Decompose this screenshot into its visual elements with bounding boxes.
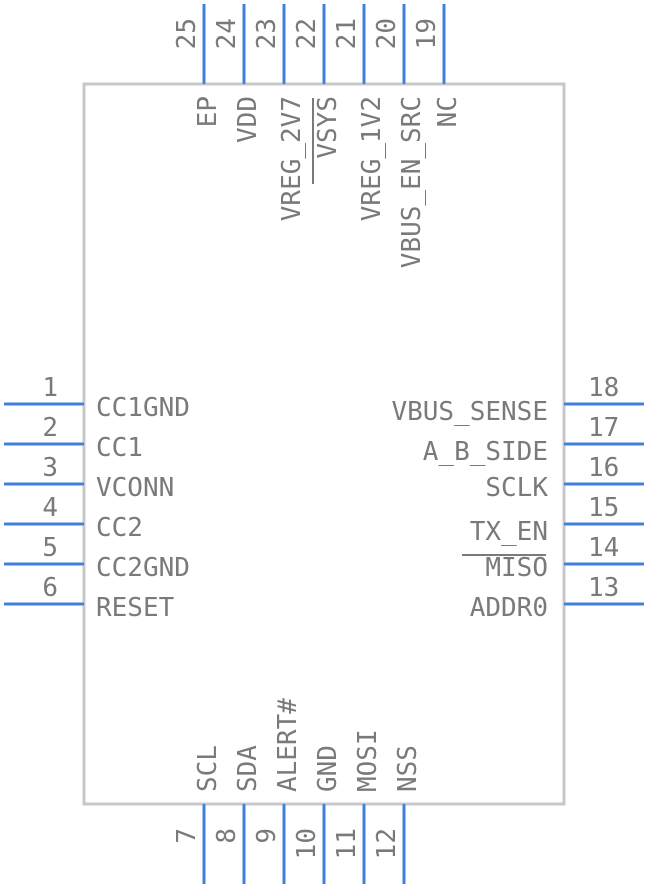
pin-number: 17	[588, 413, 619, 443]
bottom-pin-8: 8 SDA	[212, 745, 263, 884]
right-pin-16: 16 SCLK	[485, 453, 644, 503]
pin-name: VREG_1V2	[357, 96, 387, 221]
pin-number: 24	[212, 18, 242, 49]
pin-number: 7	[172, 828, 202, 844]
pin-name: SCLK	[485, 473, 548, 503]
pin-number: 10	[292, 828, 322, 859]
bottom-pin-12: 12 NSS	[372, 745, 423, 884]
left-pin-6: 6 RESET	[4, 573, 175, 623]
left-pin-5: 5 CC2GND	[4, 533, 190, 583]
pin-name: NSS	[393, 745, 423, 792]
pin-name: CC2GND	[96, 553, 190, 583]
pin-number: 8	[212, 828, 242, 844]
pin-number: 12	[372, 828, 402, 859]
pin-number: 9	[252, 828, 282, 844]
top-pin-23: 23 VREG_2V7	[252, 4, 307, 221]
bottom-pin-11: 11 MOSI	[332, 729, 383, 884]
pin-name: VSYS	[313, 96, 343, 159]
pin-name: SCL	[193, 745, 223, 792]
pin-number: 16	[588, 453, 619, 483]
pin-name: VBUS_SENSE	[391, 397, 548, 427]
pin-name: ADDR0	[470, 593, 548, 623]
pin-name: CC1	[96, 433, 143, 463]
right-pin-14: 14 MISO	[462, 533, 644, 583]
bottom-pin-7: 7 SCL	[172, 745, 223, 884]
pin-name: VBUS_EN_SRC	[397, 96, 427, 268]
pin-name: VDD	[233, 96, 263, 143]
right-pin-17: 17 A_B_SIDE	[423, 413, 644, 467]
pin-name: NC	[433, 96, 463, 127]
pin-name: TX_EN	[470, 517, 548, 547]
pin-number: 4	[42, 493, 58, 523]
pin-number: 11	[332, 828, 362, 859]
left-pin-4: 4 CC2	[4, 493, 143, 543]
top-pin-25: 25 EP	[172, 4, 223, 127]
pin-number: 3	[42, 453, 58, 483]
left-pin-3: 3 VCONN	[4, 453, 174, 503]
pin-name: CC2	[96, 513, 143, 543]
top-pin-21: 21 VREG_1V2	[332, 4, 387, 221]
left-pin-2: 2 CC1	[4, 413, 143, 463]
pin-name: A_B_SIDE	[423, 437, 548, 467]
pin-number: 5	[42, 533, 58, 563]
pin-number: 21	[332, 18, 362, 49]
bottom-pin-9: 9 ALERT#	[252, 698, 303, 884]
pin-number: 23	[252, 18, 282, 49]
top-pin-22: 22 VSYS	[292, 4, 343, 184]
pin-number: 18	[588, 373, 619, 403]
top-pin-24: 24 VDD	[212, 4, 263, 143]
pin-name: SDA	[233, 745, 263, 792]
right-pin-13: 13 ADDR0	[470, 573, 644, 623]
pin-number: 1	[42, 373, 58, 403]
pin-name: EP	[193, 96, 223, 127]
pin-number: 15	[588, 493, 619, 523]
pin-number: 6	[42, 573, 58, 603]
top-pin-19: 19 NC	[412, 4, 463, 127]
pin-name: ALERT#	[273, 698, 303, 792]
pin-name: MOSI	[353, 729, 383, 792]
pin-number: 25	[172, 18, 202, 49]
bottom-pin-10: 10 GND	[292, 745, 343, 884]
pin-number: 13	[588, 573, 619, 603]
pin-number: 20	[372, 18, 402, 49]
pin-name: VCONN	[96, 473, 174, 503]
left-pin-1: 1 CC1GND	[4, 373, 190, 423]
pin-number: 2	[42, 413, 58, 443]
pin-name: MISO	[485, 553, 548, 583]
pin-number: 19	[412, 18, 442, 49]
pin-name: RESET	[96, 593, 175, 623]
top-pin-20: 20 VBUS_EN_SRC	[372, 4, 427, 268]
pin-name: GND	[313, 745, 343, 792]
pin-name: VREG_2V7	[277, 96, 307, 221]
right-pin-15: 15 TX_EN	[470, 493, 644, 547]
pin-number: 22	[292, 18, 322, 49]
pin-name: CC1GND	[96, 393, 190, 423]
right-pin-18: 18 VBUS_SENSE	[391, 373, 644, 427]
pin-number: 14	[588, 533, 619, 563]
